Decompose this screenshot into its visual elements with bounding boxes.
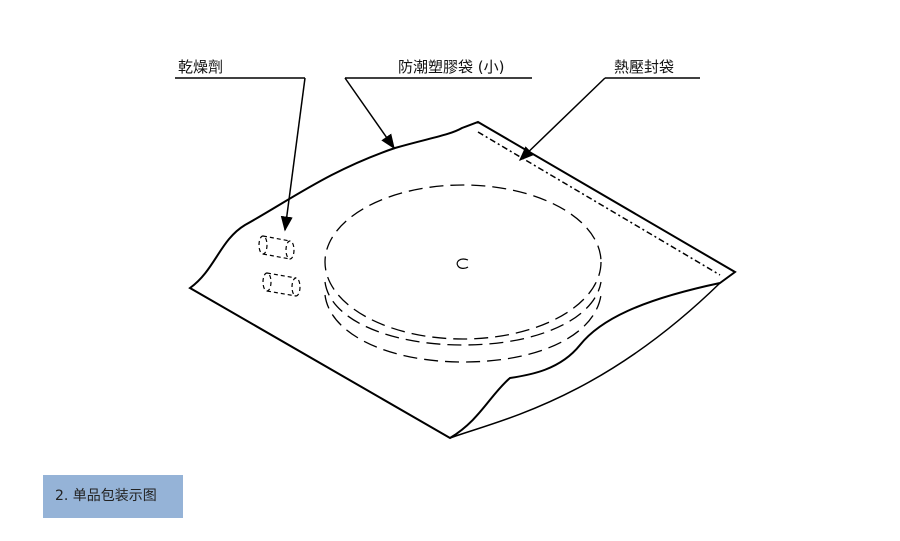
heat-seal-line	[477, 131, 721, 276]
leader-heat-seal	[518, 77, 700, 162]
label-desiccant: 乾燥劑	[178, 58, 224, 76]
leader-moisture-bag	[344, 77, 532, 150]
label-heat-seal: 熱壓封袋	[614, 58, 675, 76]
desiccant-packets	[258, 235, 301, 297]
disc-c-mark	[456, 258, 469, 269]
bag-flap	[449, 282, 721, 439]
figure-caption: 2. 单品包装示图	[43, 475, 183, 518]
label-moisture-bag: 防潮塑膠袋 (小)	[398, 58, 505, 76]
bag-outline	[188, 120, 737, 440]
bag-bottom-edge	[189, 287, 451, 439]
leader-desiccant	[175, 77, 306, 232]
disc	[324, 184, 602, 363]
